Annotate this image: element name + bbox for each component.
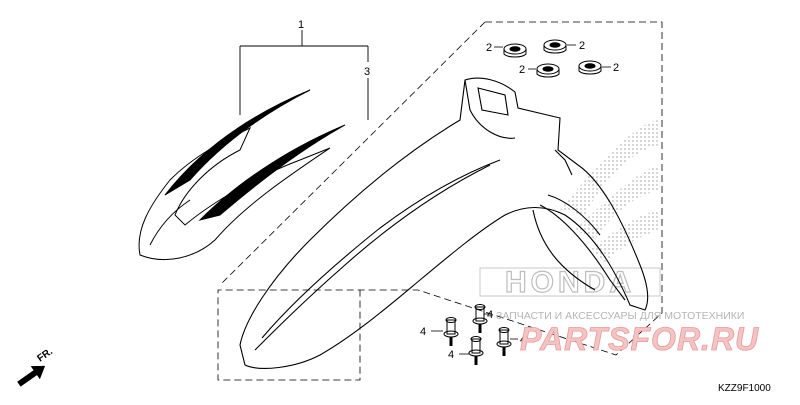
- grommet-1: [503, 43, 527, 58]
- callout-leaders-2: [494, 44, 611, 70]
- callout-3: 3: [364, 66, 370, 78]
- callout-4b: 4: [487, 309, 493, 321]
- watermark-brand: PARTSFOR.RU: [520, 321, 759, 357]
- honda-logo-watermark: HONDA: [479, 265, 661, 300]
- callout-4d: 4: [520, 334, 526, 346]
- bolt-1: [443, 317, 459, 346]
- callout-2b: 2: [579, 40, 585, 52]
- assembly-boundary: [217, 21, 663, 381]
- callout-4a: 4: [420, 326, 426, 338]
- callout-bracket: [239, 30, 369, 120]
- grommet-4: [578, 60, 602, 75]
- arrow-icon: [17, 365, 46, 387]
- honda-logo-text: HONDA: [505, 266, 635, 299]
- callout-leaders-4: [431, 313, 518, 355]
- callout-2c: 2: [519, 64, 525, 76]
- assembly-boundary-left: [219, 21, 486, 286]
- honda-wing-watermark: [560, 120, 660, 262]
- bolt-3: [468, 336, 484, 365]
- bolt-4: [496, 327, 512, 356]
- callout-2a: 2: [486, 42, 492, 54]
- callout-4c: 4: [448, 349, 454, 361]
- grommet-3: [536, 63, 560, 78]
- grommet-2: [543, 39, 567, 54]
- watermark-tagline: ЗАПЧАСТИ И АКСЕССУАРЫ ДЛЯ МОТОТЕХНИКИ: [496, 310, 744, 322]
- fender-decal: [138, 89, 346, 261]
- direction-label: FR.: [35, 346, 55, 364]
- bolt-2: [472, 304, 488, 333]
- callout-1: 1: [298, 19, 304, 31]
- front-direction-indicator: FR.: [17, 346, 55, 387]
- callout-2d: 2: [613, 62, 619, 74]
- diagram-code: KZZ9F1000: [718, 383, 771, 394]
- front-fender: [239, 77, 649, 369]
